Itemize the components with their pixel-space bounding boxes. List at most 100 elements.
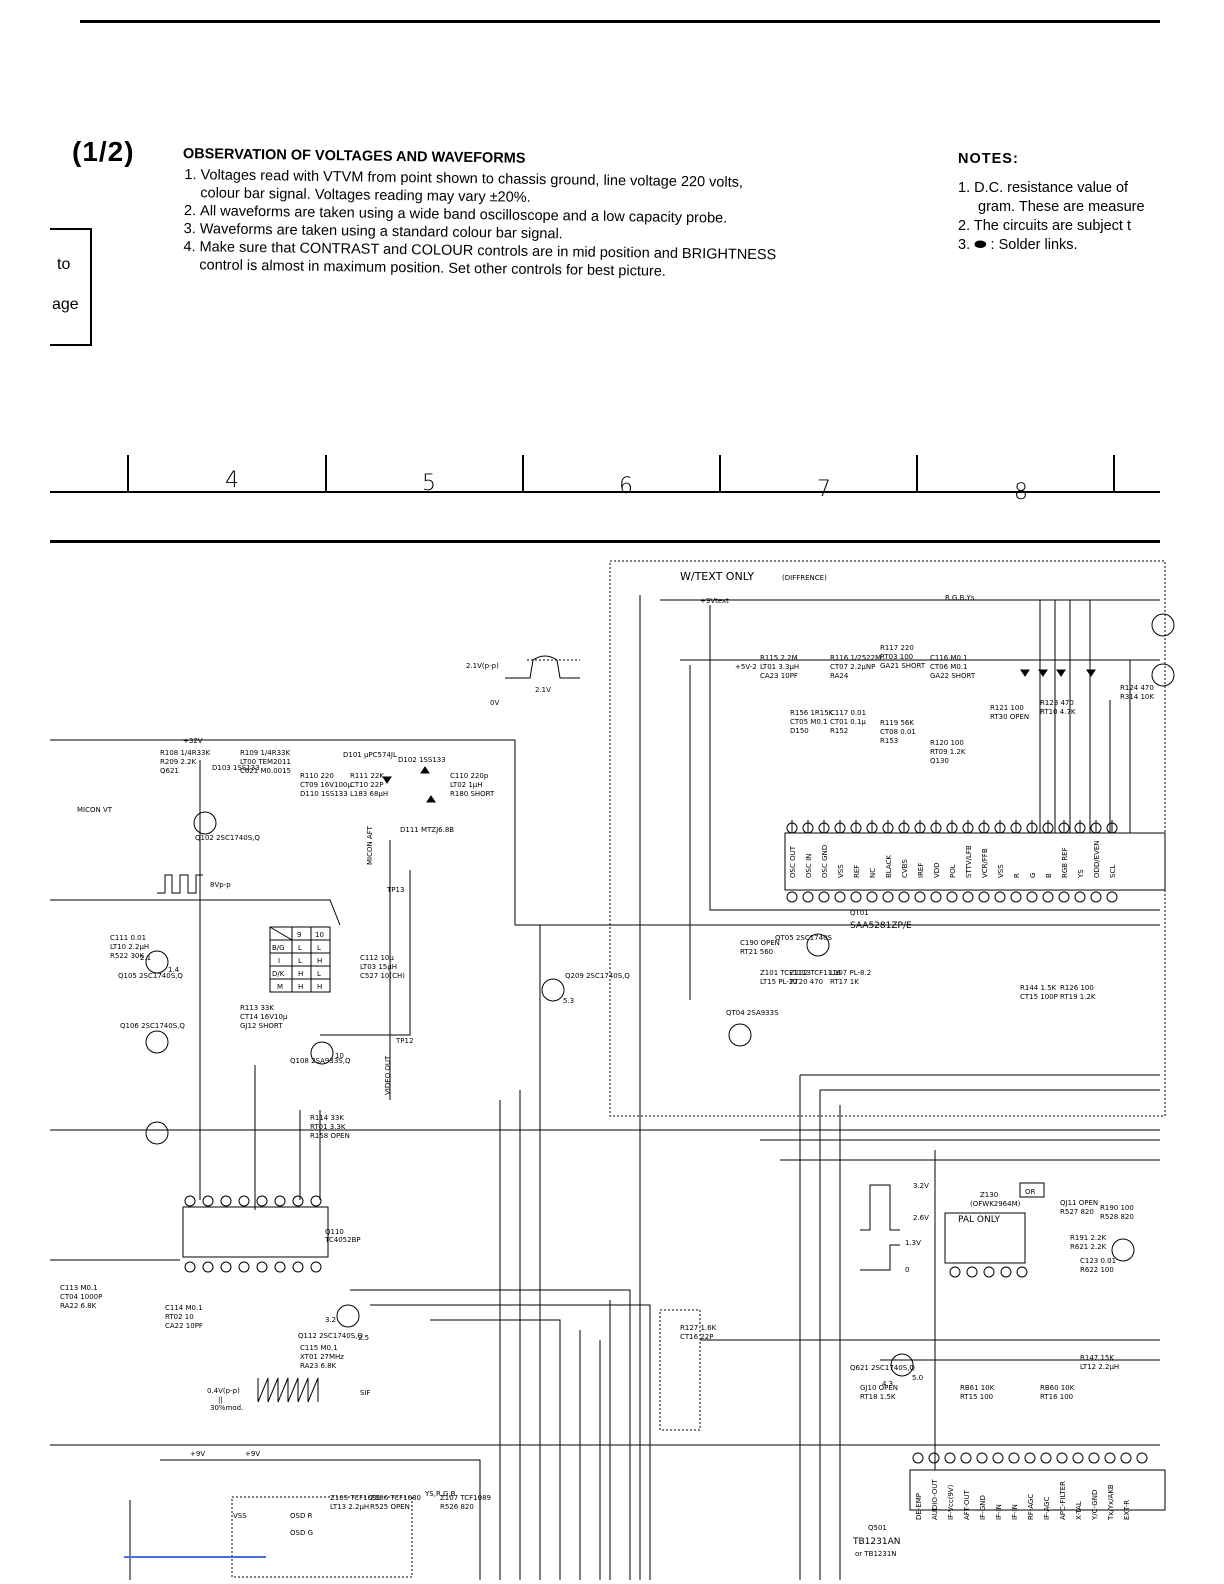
diode-d101 (382, 776, 392, 784)
component-label: GA21 SHORT (880, 662, 926, 670)
component-label: LT01 3.3μH (760, 663, 799, 671)
waveform-4b (860, 1244, 900, 1271)
component-label: C114 M0.1 (165, 1304, 203, 1312)
notes-section: NOTES: 1. D.C. resistance value of gram.… (958, 150, 1168, 255)
ruler-column-7: 7 (817, 477, 831, 502)
component-label: R144 1.5K (1020, 984, 1057, 992)
component-label: Z105 TCF1031 (330, 1494, 381, 1502)
component-label: RT21 560 (740, 948, 773, 956)
waveform-2-amplitude: 8Vp-p (210, 881, 231, 889)
d101-label: D101 μPC574JL (343, 751, 397, 759)
note-1a: 1. D.C. resistance value of (958, 180, 1129, 196)
component-label: RT02 10 (165, 1313, 194, 1321)
z130-label: Z130 (980, 1191, 998, 1199)
teletext-pin-label: YS (1077, 869, 1085, 879)
component-label: RT19 1.2K (1060, 993, 1096, 1001)
note-2: 2. The circuits are subject t (958, 218, 1132, 234)
ys-rgb-dashed-box (659, 1309, 701, 1431)
pal-only-label: PAL ONLY (958, 1215, 1001, 1225)
component-label: R115 2.2M (760, 654, 798, 662)
teletext-pin-label: BLACK (885, 855, 893, 878)
truth-cell: L (298, 957, 302, 965)
if-ic-part: TB1231AN (852, 1537, 900, 1547)
component-label: R180 SHORT (450, 790, 495, 798)
grid-ruler-baseline (50, 491, 1160, 493)
teletext-pin-label: R (1013, 873, 1021, 878)
truth-table-grid (269, 926, 331, 993)
sif-label: SIF (360, 1389, 371, 1397)
component-label: GJ12 SHORT (240, 1022, 283, 1030)
notes-title: NOTES: (958, 151, 1019, 167)
voltage-5-0: 5.0 (912, 1374, 923, 1382)
voltage-1-4: 1.4 (168, 966, 180, 974)
voltage-5-3: 5.3 (563, 997, 574, 1005)
component-label: GJ10 OPEN (860, 1384, 898, 1392)
q112-label: Q112 2SC1740S,Q (298, 1332, 363, 1340)
ruler-tick (916, 455, 918, 493)
q621-label: Q621 2SC1740S,Q (850, 1364, 915, 1372)
truth-header-9: 9 (297, 931, 301, 939)
bus-wire (350, 1289, 631, 1580)
bus-wire (50, 739, 1160, 926)
waveform-4-top: 3.2V (913, 1182, 929, 1190)
top-rule (80, 20, 1160, 23)
component-label: R108 1/4R33K (160, 749, 210, 757)
qt05-label: QT05 2SC1740S (775, 934, 833, 942)
component-label: R123 470 (1040, 699, 1074, 707)
component-label: R113 33K (240, 1004, 274, 1012)
osd-g-label: OSD G (290, 1529, 313, 1537)
tp12-label: TP12 (395, 1037, 413, 1045)
schematic-top-rule (50, 540, 1160, 543)
teletext-region-note: (DIFFRENCE) (782, 574, 827, 582)
component-label: RA23 6.8K (300, 1362, 337, 1370)
component-label: L107 PL-8.2 (830, 969, 871, 977)
component-label: CT04 1000P (60, 1293, 102, 1301)
component-label: CT10 22P (350, 781, 383, 789)
if-pin-label: Y/C-GND (1091, 1490, 1099, 1521)
side-box-line-2: age (52, 296, 79, 313)
bus-wire (320, 870, 411, 1036)
truth-cell: B/G (272, 944, 285, 952)
ruler-tick (719, 455, 721, 493)
teletext-pin-label: G (1029, 873, 1037, 878)
component-label: R191 2.2K (1070, 1234, 1107, 1242)
component-label: RT10 4.7K (1040, 708, 1076, 716)
osd-r-label: OSD R (290, 1512, 313, 1520)
teletext-pin-label: SCL (1109, 865, 1117, 878)
component-label: RA24 (830, 672, 849, 680)
transistor-symbols (145, 613, 1175, 1377)
component-label: Q621 (160, 767, 179, 775)
component-label: CT09 16V100μ (300, 781, 352, 789)
micon-aft-label: MICON AFT (366, 825, 374, 865)
if-ic-alt: or TB1231N (855, 1550, 897, 1558)
component-label: Z101 TCF1113 (760, 969, 811, 977)
component-label: QJ11 OPEN (1060, 1199, 1098, 1207)
component-label: LT03 15μH (360, 963, 397, 971)
component-label: RB61 10K (960, 1384, 995, 1392)
ruler-tick (522, 455, 524, 493)
if-ic-name: Q501 (868, 1524, 887, 1532)
bus-wire (430, 1319, 561, 1580)
ruler-column-5: 5 (422, 471, 436, 496)
truth-cell: I (278, 957, 280, 965)
d111-label: D111 MTZJ6.8B (400, 826, 454, 834)
component-label: CT14 16V10μ (240, 1013, 288, 1021)
component-label: C116 M0.1 (930, 654, 968, 662)
teletext-pin-label: VSS (837, 864, 845, 878)
component-label: R121 100 (990, 704, 1024, 712)
diode-dt01 (1020, 669, 1030, 677)
v9-text-label: +9Vtext (700, 597, 729, 605)
component-label: R527 820 (1060, 1208, 1094, 1216)
q106-label: Q106 2SC1740S,Q (120, 1022, 185, 1030)
component-label: R109 1/4R33K (240, 749, 290, 757)
waveform-1-amplitude: 2.1V(p-p) (466, 662, 499, 670)
if-pin-label: IF-IN (1011, 1504, 1019, 1520)
component-label: LT00 TEM2011 (240, 758, 291, 766)
if-pin-label: IF-IN (995, 1504, 1003, 1520)
component-label: R522 30K (110, 952, 144, 960)
teletext-pin-label: VSS (997, 864, 1005, 878)
switch-ic-pin-circles (184, 1195, 322, 1273)
component-label: RT03 100 (880, 653, 913, 661)
pal-filter-pin-circles (949, 1266, 1028, 1278)
